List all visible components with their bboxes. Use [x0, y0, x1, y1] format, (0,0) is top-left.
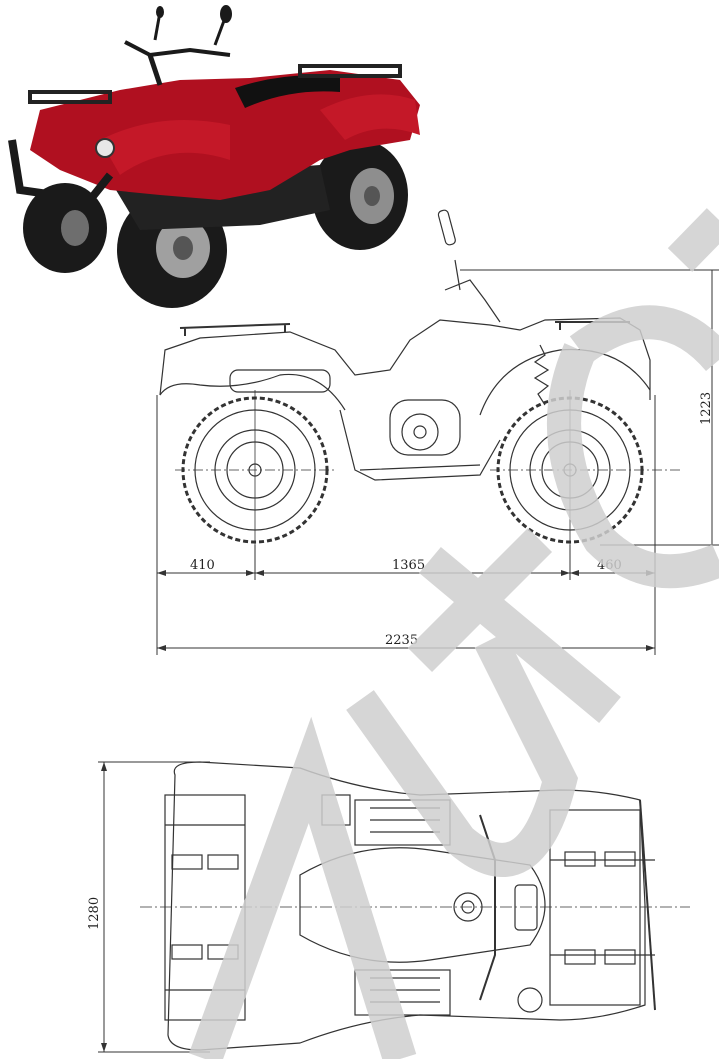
atv-photo [8, 5, 420, 308]
side-view-handlebar [444, 279, 501, 323]
overall-length-label: 2235 [385, 633, 418, 648]
side-view-frame [339, 409, 501, 481]
atv-photo-mirror-right [220, 5, 232, 23]
atv-photo-front-wheel-far [23, 183, 107, 273]
side-view-engine [389, 399, 461, 456]
atv-photo-handlebar [124, 40, 231, 58]
overall-height-label: 1223 [699, 392, 714, 425]
front-overhang-label: 410 [190, 558, 215, 573]
side-view-front-rack [179, 323, 291, 336]
watermark-stroke-p [667, 208, 719, 272]
top-view-handlebar [479, 814, 496, 1001]
watermark [189, 208, 719, 1059]
watermark-stroke-t [407, 527, 621, 724]
watermark-stroke-a [189, 716, 417, 1059]
atv-photo-front-bumper [8, 139, 114, 205]
side-view-front-fender [159, 373, 346, 411]
atv-photo-front-fender [100, 120, 230, 175]
atv-photo-headlight [95, 138, 115, 158]
atv-photo-rear-fender [320, 94, 420, 140]
atv-photo-rear-wheel-left [312, 140, 408, 250]
atv-photo-mirror-left [156, 6, 164, 18]
side-view-muffler [229, 369, 331, 393]
top-view-mirror-right [517, 987, 543, 1013]
side-view-steering-post [454, 259, 461, 291]
top-view-dimension-arrows [101, 762, 107, 1052]
atv-photo-front-rack [28, 90, 112, 104]
atv-photo-seat [235, 75, 340, 108]
atv-photo-mirror-stem-right [213, 17, 227, 46]
side-view-rear-shock [533, 344, 550, 406]
watermark-stroke-u [346, 632, 579, 877]
side-view-mirror [437, 209, 456, 246]
atv-photo-rear-rack [298, 64, 402, 78]
top-view-fuel-cap-area [514, 884, 538, 931]
atv-photo-steering-column [147, 54, 163, 86]
top-view-rear-rack [549, 799, 656, 1011]
top-view-dimension-lines [98, 761, 210, 1053]
side-view-rear-fender [479, 348, 651, 416]
wheelbase-label: 1365 [392, 558, 425, 573]
watermark-stroke-o [547, 305, 719, 589]
overall-width-label: 1280 [87, 897, 102, 930]
